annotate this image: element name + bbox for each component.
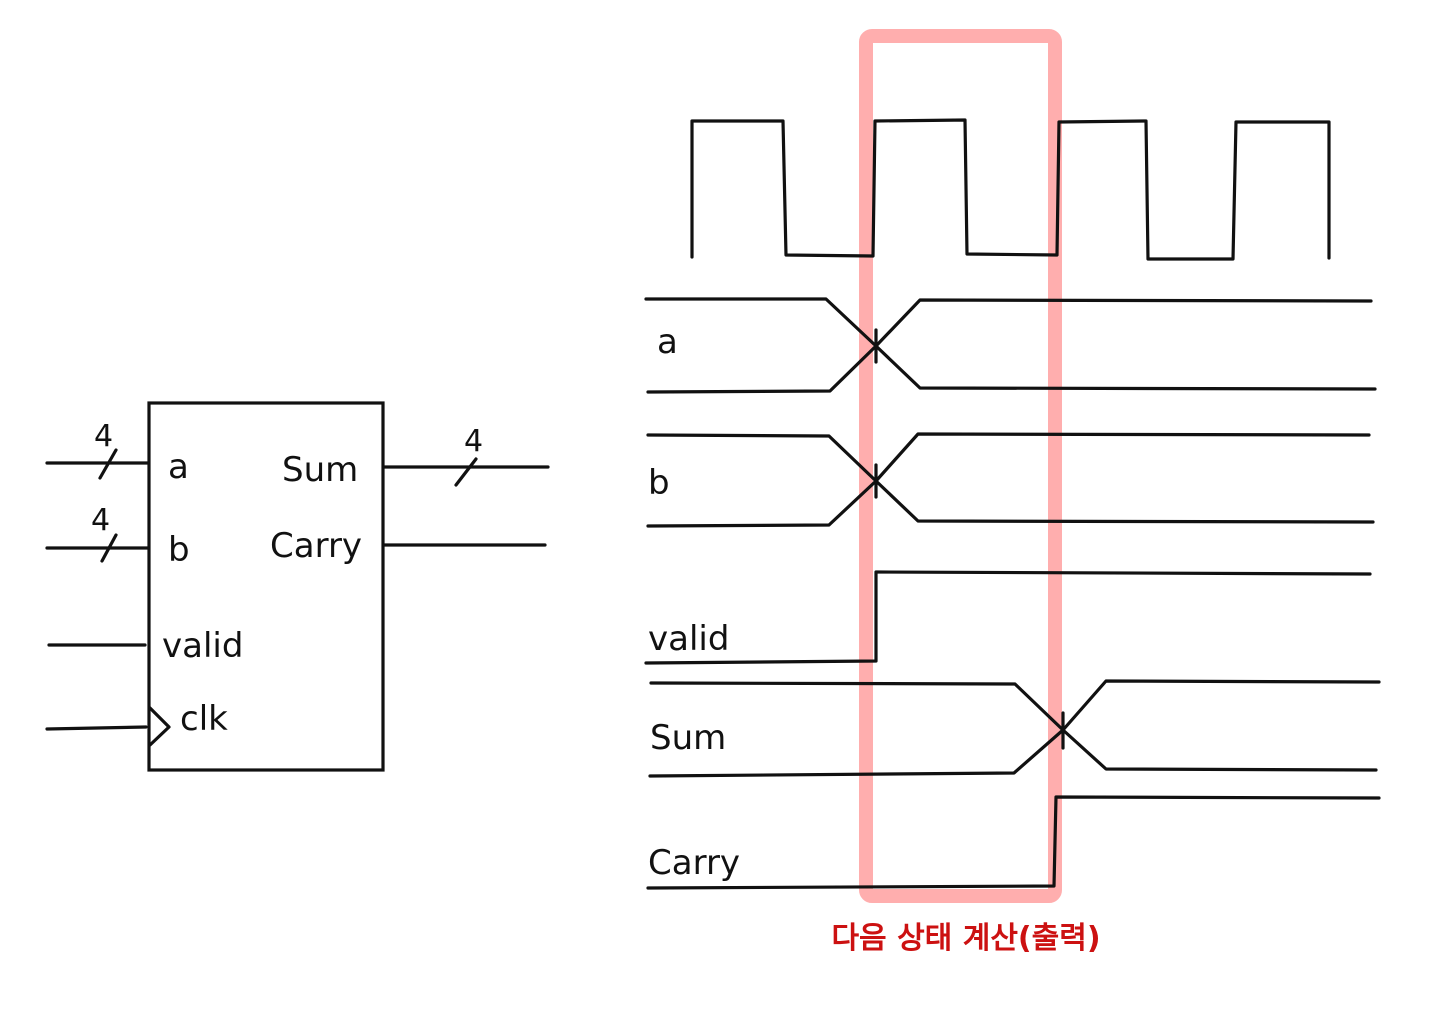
signal-label-carry: Carry — [648, 843, 740, 883]
bus-width-sum: 4 — [464, 424, 483, 459]
block-body — [147, 401, 385, 772]
pin-label-carry: Carry — [270, 526, 362, 566]
pin-label-sum: Sum — [282, 450, 358, 490]
signal-label-sum: Sum — [650, 718, 726, 758]
waveform-a: a — [644, 297, 1377, 394]
pin-label-clk: clk — [180, 699, 228, 739]
pin-label-b: b — [168, 530, 190, 570]
waveform-valid: valid — [644, 570, 1372, 665]
signal-label-valid: valid — [648, 619, 729, 659]
highlight-caption: 다음 상태 계산(출력) — [831, 921, 1100, 956]
bus-slash-b — [100, 533, 118, 563]
clock-triangle-icon — [148, 706, 171, 747]
waveform-sum: Sum — [648, 679, 1381, 778]
pin-label-valid: valid — [162, 626, 243, 666]
signal-label-a: a — [657, 322, 678, 362]
pin-label-a: a — [168, 447, 189, 487]
clock-waveform — [690, 118, 1331, 261]
waveform-carry: Carry — [646, 795, 1381, 890]
waveform-b: b — [646, 432, 1375, 528]
signal-label-b: b — [648, 463, 670, 503]
bus-slash-sum — [454, 457, 478, 487]
bus-width-b: 4 — [91, 503, 110, 538]
bus-slash-a — [98, 448, 118, 480]
highlight-window — [859, 29, 1062, 903]
adder-block: 4 a 4 b valid clk 4 Sum Carry — [45, 401, 550, 772]
input-wire-clk — [45, 725, 148, 731]
bus-width-a: 4 — [94, 419, 113, 454]
